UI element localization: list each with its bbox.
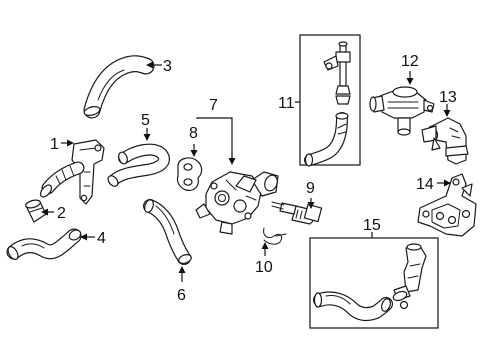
arrowhead-14 bbox=[444, 179, 451, 187]
part-9-sensor bbox=[271, 201, 323, 225]
part-8-gasket bbox=[176, 157, 203, 191]
callout-4: 4 bbox=[97, 230, 106, 247]
callout-1: 1 bbox=[50, 136, 59, 153]
arrowhead-8 bbox=[190, 150, 198, 157]
arrowhead-10 bbox=[261, 242, 269, 249]
arrowhead-1 bbox=[67, 139, 74, 147]
arrowhead-7 bbox=[228, 158, 236, 165]
group-box-11 bbox=[299, 34, 361, 166]
part-5-u-hose bbox=[107, 143, 170, 187]
part-6-s-hose bbox=[143, 199, 192, 265]
callout-8: 8 bbox=[189, 125, 198, 142]
callout-11: 11 bbox=[278, 95, 295, 112]
part-10-clip bbox=[263, 227, 287, 245]
part-3-upper-hose bbox=[83, 55, 155, 119]
part-1-pipe-bracket bbox=[39, 139, 105, 205]
part-15-hose-assembly bbox=[313, 243, 427, 322]
arrowhead-9 bbox=[307, 202, 315, 209]
callout-10: 10 bbox=[255, 259, 273, 276]
callout-13: 13 bbox=[439, 89, 457, 106]
callout-3: 3 bbox=[163, 58, 172, 75]
part-11-pipe-assembly bbox=[304, 41, 351, 167]
callout-6: 6 bbox=[177, 287, 186, 304]
part-4-lower-hose bbox=[6, 228, 82, 260]
arrowhead-5 bbox=[143, 134, 151, 141]
callout-2: 2 bbox=[57, 205, 66, 222]
callout-9: 9 bbox=[306, 180, 315, 197]
arrowhead-13 bbox=[443, 110, 451, 117]
arrowhead-3 bbox=[146, 61, 153, 69]
group-box-15 bbox=[309, 237, 439, 329]
arrowhead-6 bbox=[178, 266, 186, 273]
callout-14: 14 bbox=[416, 176, 434, 193]
callout-12: 12 bbox=[401, 53, 419, 70]
part-13-elbow-connector bbox=[421, 117, 469, 165]
part-7-thermostat-housing bbox=[195, 171, 279, 235]
leader-7 bbox=[196, 117, 233, 160]
callout-5: 5 bbox=[141, 112, 150, 129]
callout-15: 15 bbox=[363, 217, 381, 234]
arrowhead-2 bbox=[41, 208, 48, 216]
part-14-mounting-bracket bbox=[417, 173, 477, 237]
part-12-water-pump bbox=[369, 86, 435, 136]
callout-7: 7 bbox=[209, 97, 218, 114]
arrowhead-4 bbox=[80, 233, 87, 241]
arrowhead-12 bbox=[406, 78, 414, 85]
part-2-short-hose bbox=[25, 199, 47, 223]
